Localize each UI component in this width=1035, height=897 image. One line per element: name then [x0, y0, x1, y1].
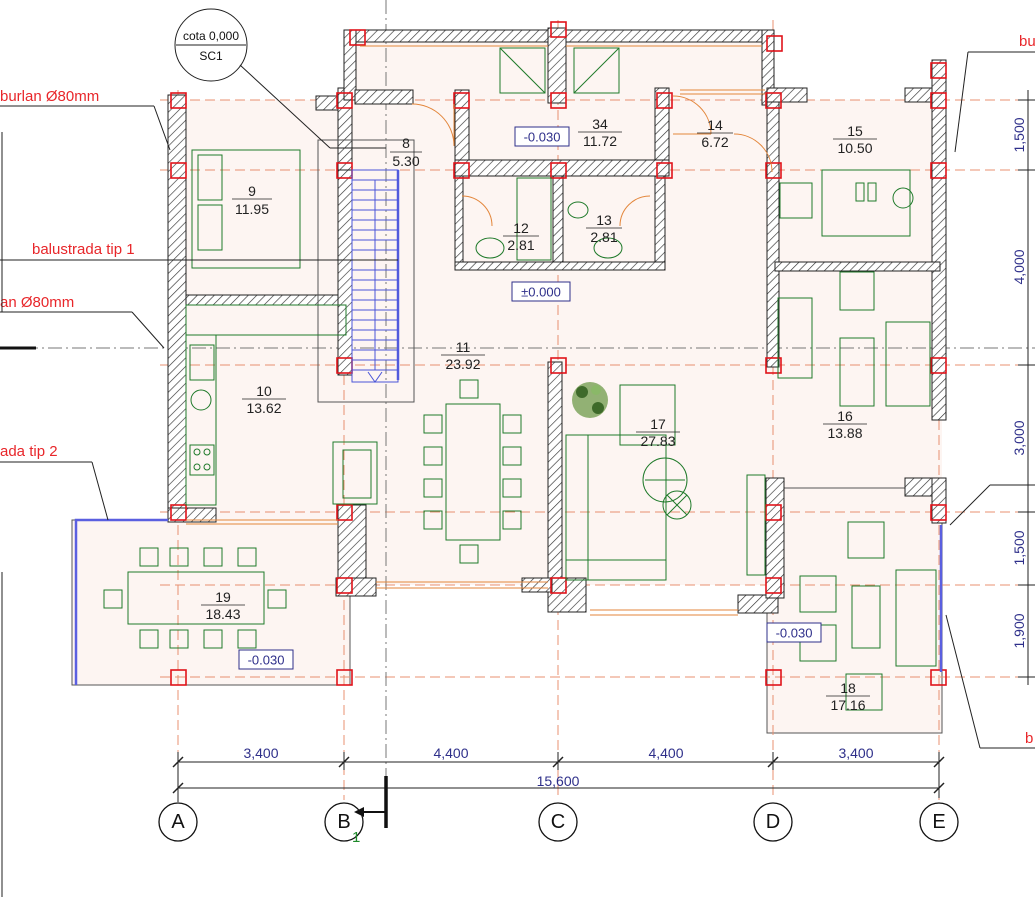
dim-right-1: 1,500: [1011, 117, 1027, 152]
dim-right-2: 4,000: [1011, 249, 1027, 284]
room-8-number: 8: [402, 135, 410, 151]
room-8-area: 5.30: [392, 153, 419, 169]
doors: [411, 95, 773, 227]
level-main: ±0.000: [521, 285, 561, 300]
dim-a-b: 3,400: [243, 745, 278, 761]
room-9-number: 9: [248, 183, 256, 199]
dim-d-e: 3,400: [838, 745, 873, 761]
windows: [186, 45, 765, 616]
dimensions-right: 1,500 4,000 3,000 1,500 1,900: [1011, 90, 1035, 685]
room-19-area: 18.43: [205, 606, 240, 622]
dim-total: 15,600: [537, 773, 580, 789]
annotation-bu-top-right: bu: [1019, 33, 1035, 50]
walls: [167, 27, 947, 614]
axis-markers: A B C D E: [158, 798, 959, 842]
room-34-area: 11.72: [583, 133, 617, 149]
annotation-burlan-top: burlan Ø80mm: [0, 88, 99, 105]
annotations: burlan Ø80mm balustrada tip 1 an Ø80mm a…: [0, 33, 1035, 897]
room-11-number: 11: [456, 339, 471, 355]
plant-icon: [572, 382, 608, 418]
axis-a-label: A: [171, 811, 185, 833]
axis-e-label: E: [932, 811, 945, 833]
room-9-area: 11.95: [235, 201, 269, 217]
section-marker-sc: SC1: [199, 49, 223, 63]
level-terrace-left: -0.030: [248, 653, 285, 668]
annotation-burlan-left: an Ø80mm: [0, 294, 74, 311]
room-15-area: 10.50: [837, 140, 872, 156]
room-14-number: 14: [707, 117, 723, 133]
dim-right-3: 3,000: [1011, 420, 1027, 455]
room-18-area: 17.16: [830, 697, 865, 713]
room-19-number: 19: [215, 589, 231, 605]
section-cut-symbol: 1: [352, 776, 388, 846]
room-11-area: 23.92: [445, 356, 480, 372]
room-12-number: 12: [513, 220, 529, 236]
level-top: -0.030: [524, 130, 561, 145]
room-17-number: 17: [650, 416, 666, 432]
room-16-number: 16: [837, 408, 853, 424]
room-labels: 9 11.95 8 5.30 34 11.72 14 6.72 15 10.50…: [201, 116, 877, 713]
room-18-number: 18: [840, 680, 856, 696]
section-marker-cota: cota 0,000: [183, 29, 239, 43]
section-cut-number: 1: [352, 829, 360, 846]
room-15-number: 15: [847, 123, 863, 139]
dim-c-d: 4,400: [648, 745, 683, 761]
axis-c-label: C: [551, 811, 565, 833]
room-16-area: 13.88: [827, 425, 862, 441]
room-34-number: 34: [592, 116, 608, 132]
annotation-balustrada-1: balustrada tip 1: [32, 241, 135, 258]
staircase: [317, 139, 415, 403]
level-terrace-right: -0.030: [776, 626, 813, 641]
room-10-number: 10: [256, 383, 272, 399]
room-13-area: 2.81: [590, 229, 617, 245]
room-10-area: 13.62: [246, 400, 281, 416]
furniture: [103, 47, 937, 711]
columns: [170, 21, 947, 686]
dim-right-4: 1,500: [1011, 530, 1027, 565]
room-17-area: 27.83: [640, 433, 675, 449]
axis-d-label: D: [766, 811, 780, 833]
dimensions-bottom: 3,400 4,400 4,400 3,400 15,600: [172, 745, 945, 798]
dim-b-c: 4,400: [433, 745, 468, 761]
annotation-b-bottom-right: b: [1025, 730, 1033, 747]
dim-right-5: 1,900: [1011, 613, 1027, 648]
section-marker: cota 0,000 SC1: [174, 8, 386, 149]
room-14-area: 6.72: [701, 134, 728, 150]
room-13-number: 13: [596, 212, 612, 228]
level-markers: -0.030 ±0.000 -0.030 -0.030: [238, 126, 822, 670]
axis-b-label: B: [337, 811, 350, 833]
annotation-balustrada-2: ada tip 2: [0, 443, 58, 460]
room-12-area: 2.81: [507, 237, 534, 253]
